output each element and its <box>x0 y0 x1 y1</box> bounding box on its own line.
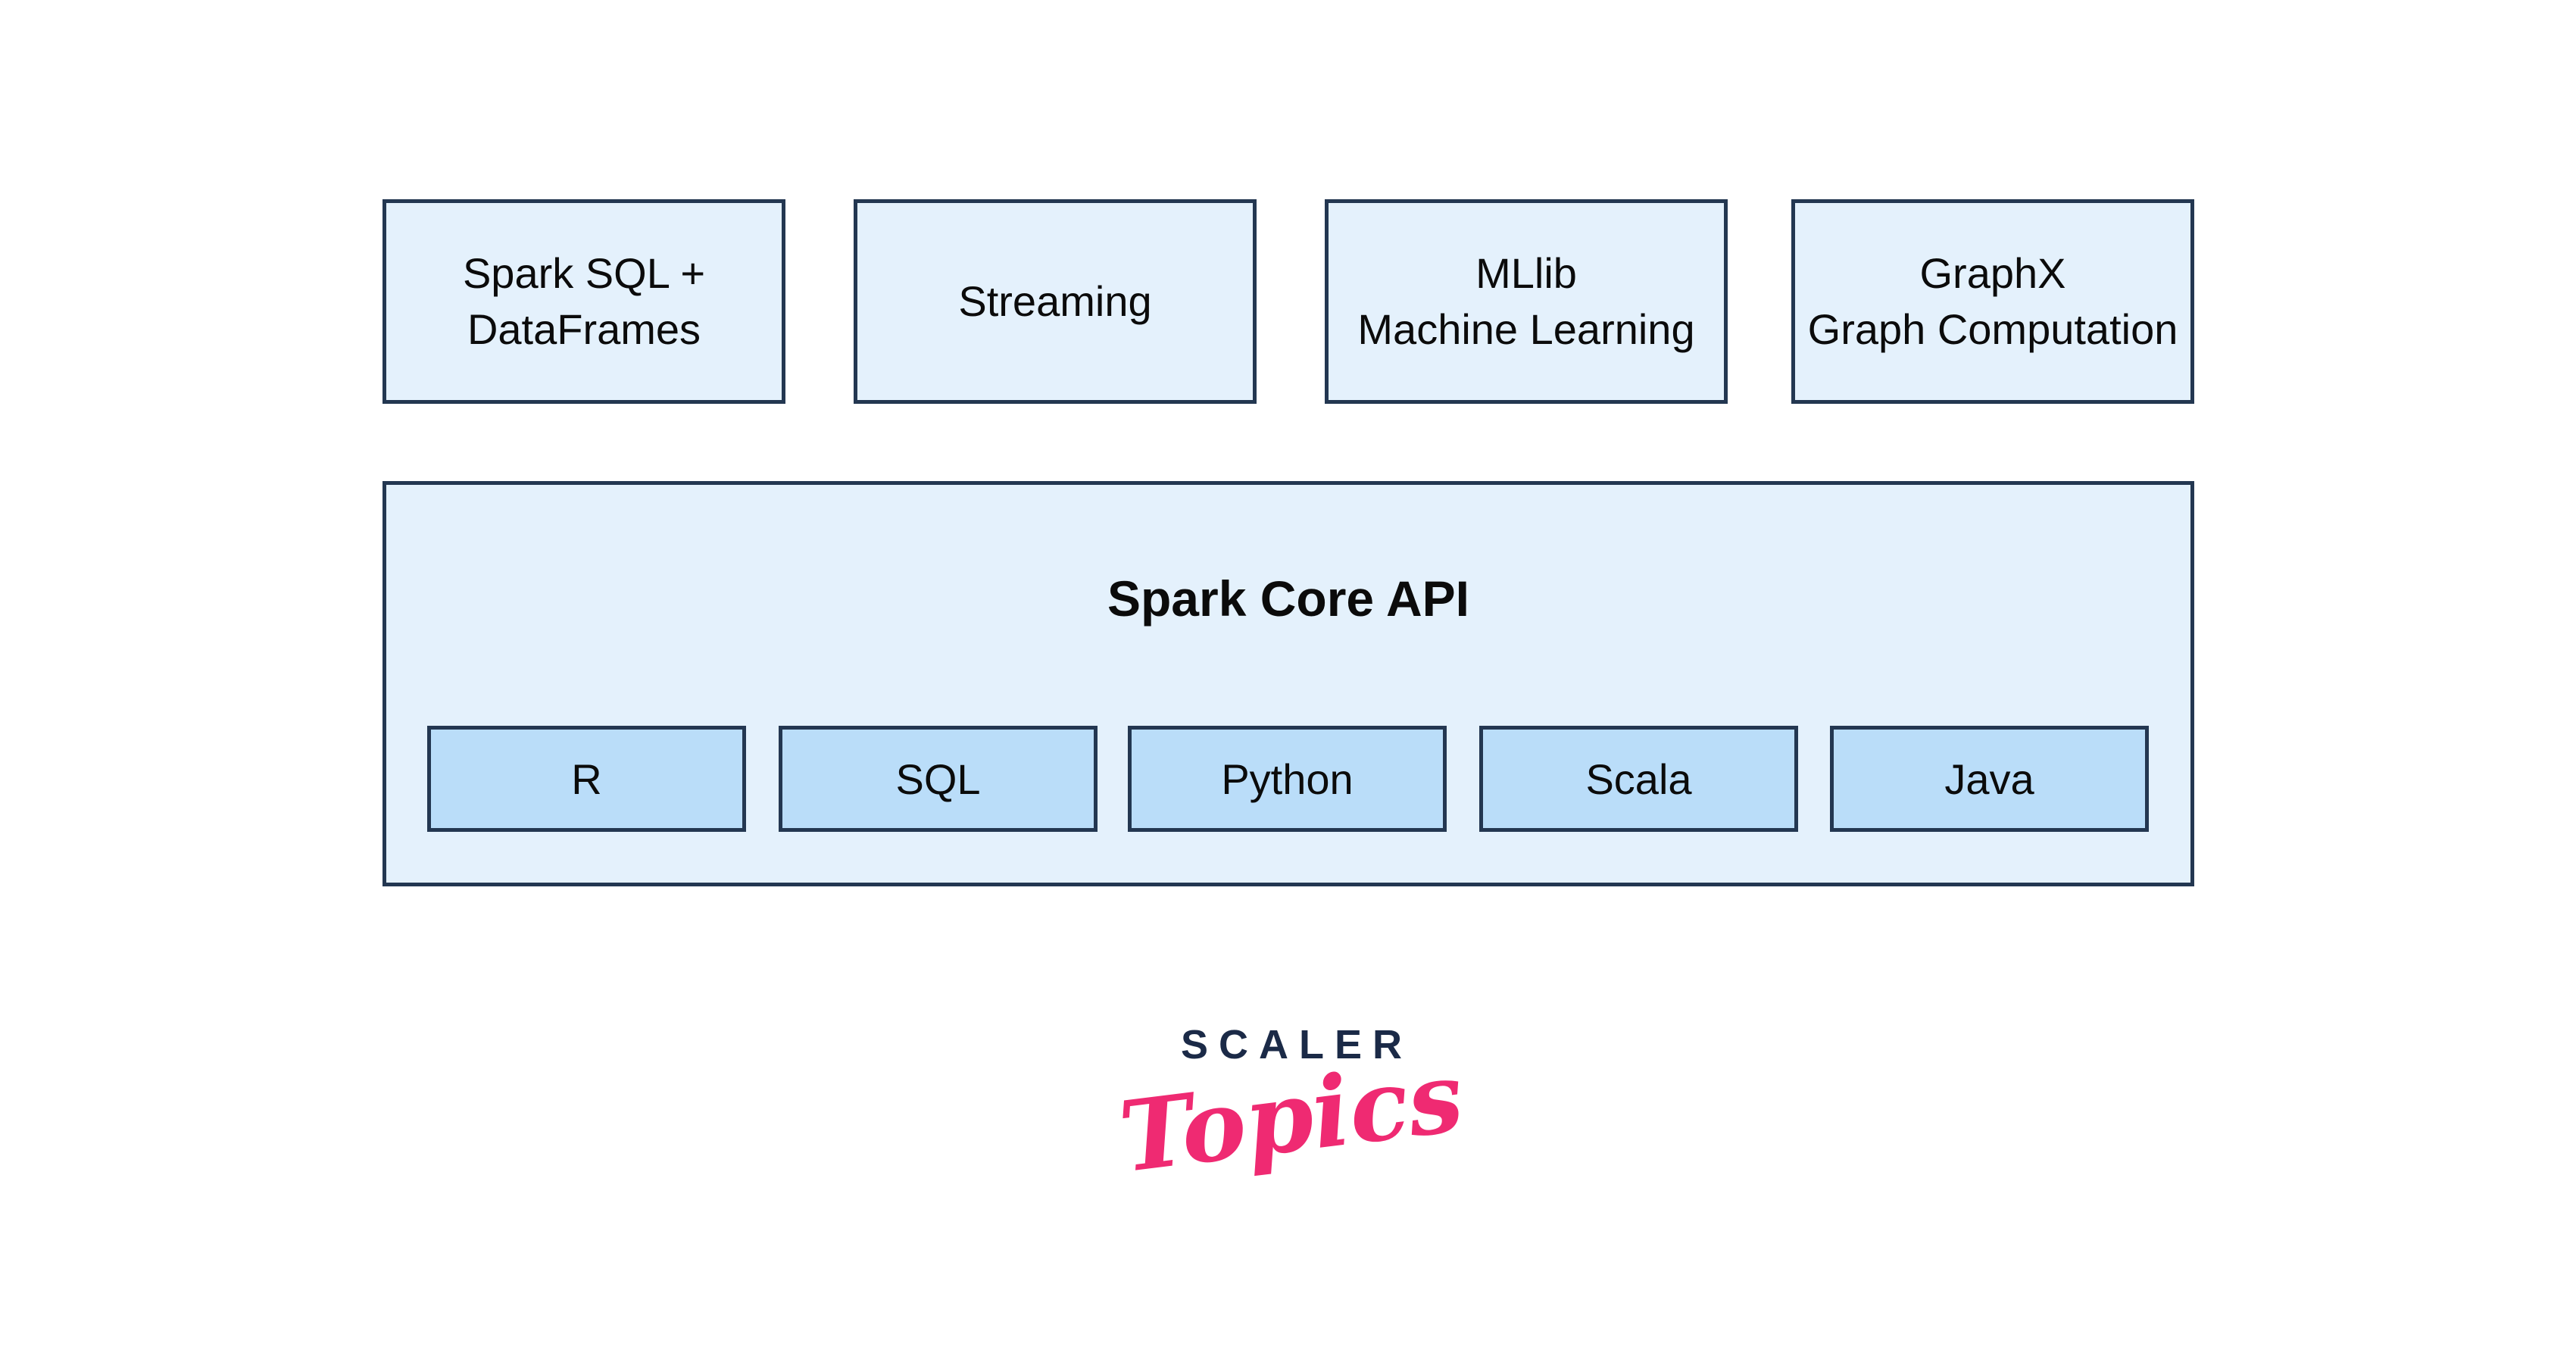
component-label-line: Spark SQL + <box>462 249 706 297</box>
language-label: Python <box>1221 755 1354 803</box>
language-label: SQL <box>895 755 981 803</box>
language-label: Scala <box>1585 755 1692 803</box>
language-box-sql: SQL <box>779 726 1098 832</box>
component-label-line: GraphX <box>1919 249 2066 297</box>
language-label: R <box>571 755 602 803</box>
language-box-python: Python <box>1128 726 1447 832</box>
component-box-spark-sql-dataframes: Spark SQL + DataFrames <box>382 199 785 404</box>
component-box-mllib: MLlib Machine Learning <box>1325 199 1728 404</box>
spark-core-api-title: Spark Core API <box>1107 570 1470 627</box>
component-label-line: Graph Computation <box>1807 305 2178 353</box>
component-label-line: MLlib <box>1475 249 1577 297</box>
language-label: Java <box>1944 755 2034 803</box>
scaler-topics-logo: SCALER Topics <box>1060 1021 1522 1195</box>
language-box-scala: Scala <box>1479 726 1798 832</box>
component-label-line: Streaming <box>958 277 1152 325</box>
component-label-line: DataFrames <box>467 305 701 353</box>
component-box-graphx: GraphX Graph Computation <box>1791 199 2194 404</box>
language-box-r: R <box>427 726 746 832</box>
component-box-streaming: Streaming <box>854 199 1257 404</box>
scaler-wordmark: SCALER <box>1180 1022 1413 1067</box>
component-label-line: Machine Learning <box>1357 305 1695 353</box>
language-box-java: Java <box>1830 726 2149 832</box>
